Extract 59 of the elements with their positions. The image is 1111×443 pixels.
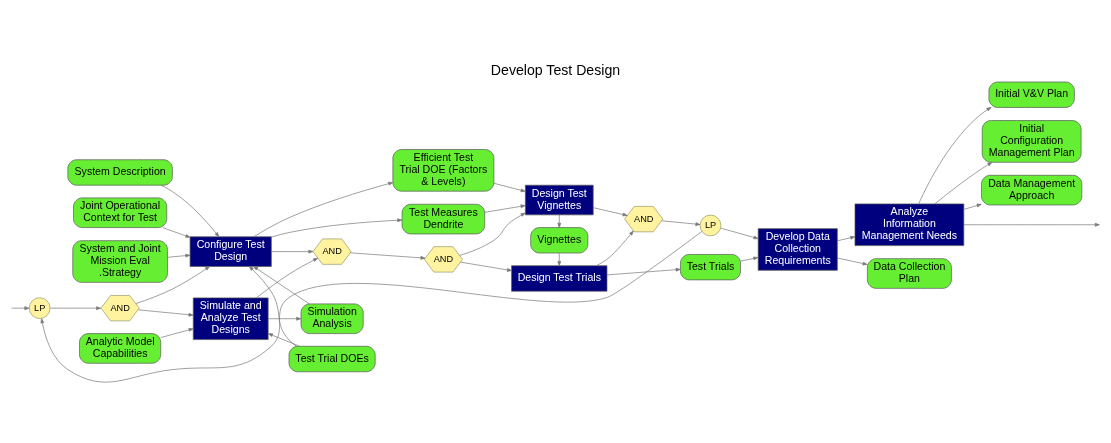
node-box: Test Trials [680,254,741,281]
arrow [837,235,856,242]
node-box: Data Collection Plan [867,258,952,289]
arrow [963,222,1100,227]
node-box: Develop Data Collection Requirements [757,228,838,271]
arrow [135,266,210,304]
arrow [162,227,191,238]
arrow [837,257,868,266]
node-circle: LP [699,214,722,237]
node-box: Test Measures Dendrite [401,203,486,235]
node-box: Test Trial DOEs [288,345,376,373]
arrow [484,204,526,213]
arrow [595,230,634,267]
node-box: Design Test Vignettes [525,184,594,216]
node-box: System Description [67,159,173,186]
arrow [934,161,993,205]
node-box: Design Test Trials [511,265,608,292]
arrow [268,333,300,347]
node-box: Simulate and Analyze Test Designs [192,297,269,340]
arrow [460,261,512,272]
arrow [592,207,628,217]
arrow [740,256,759,262]
arrow [160,184,220,238]
arrow [253,181,394,237]
node-circle: LP [28,297,51,319]
arrow [271,218,403,238]
arrow [557,252,562,266]
arrow [268,316,302,321]
node-box: Data Management Approach [981,174,1083,206]
arrow [661,220,701,226]
node-box: Joint Operational Context for Test [73,197,168,228]
arrow [137,309,194,317]
arrow [606,267,681,276]
arrow [248,266,297,347]
node-box: Analytic Model Capabilities [79,333,162,364]
arrow [160,328,194,338]
arrow [256,257,319,299]
arrow [271,249,314,254]
arrow [253,266,310,305]
node-box: Initial Configuration Management Plan [981,120,1082,163]
arrow [50,306,102,310]
arrow [557,214,562,228]
arrow [350,252,426,260]
arrow [918,107,992,205]
node-box: Analyze Information Management Needs [854,203,965,246]
arrow [40,231,703,383]
node-box: System and Joint Mission Eval .Strategy [72,240,168,283]
node-box: Simulation Analysis [300,303,364,334]
node-box: Configure Test Design [189,236,272,267]
arrow [167,253,191,258]
arrow [493,182,526,193]
arrow [459,212,526,256]
arrow [963,203,982,210]
arrow [11,306,30,310]
node-box: Initial V&V Plan [988,81,1075,108]
node-box: Vignettes [530,227,589,254]
node-box: Efficient Test Trial DOE (Factors & Levels) [392,149,495,192]
arrow [720,227,759,240]
diagram-title: Develop Test Design [490,61,621,78]
